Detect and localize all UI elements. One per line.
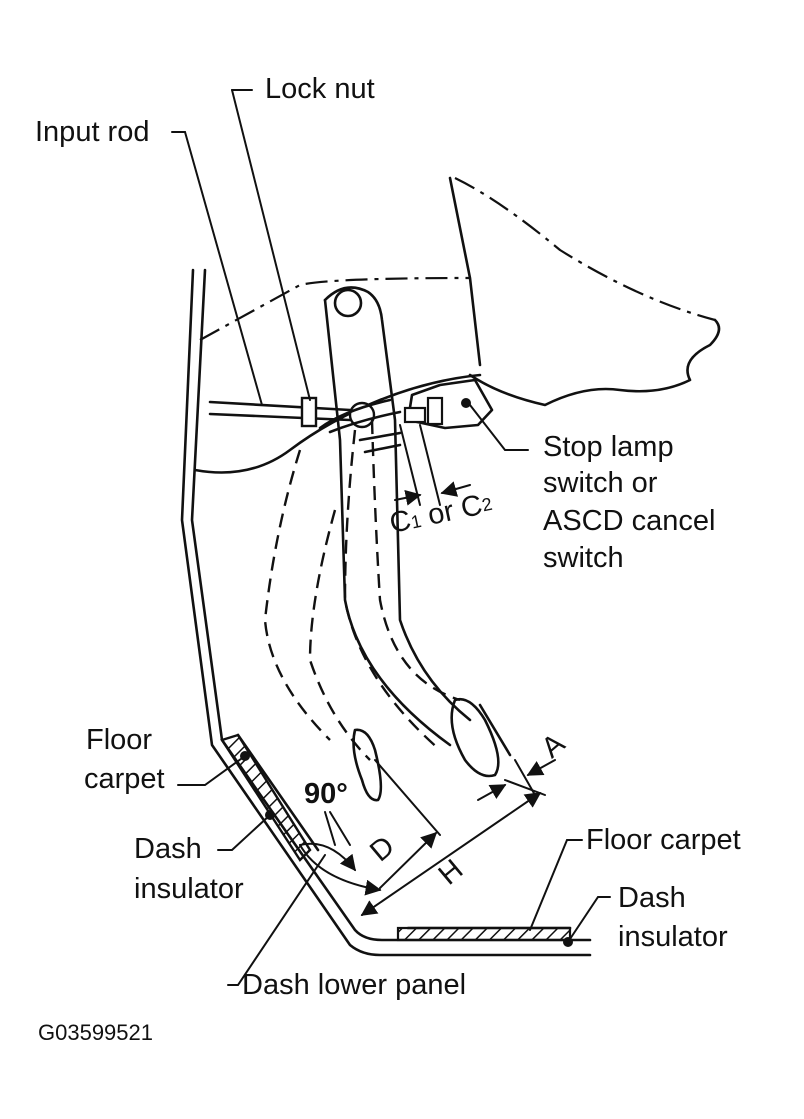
stop-lamp-label-line2: switch or [543,467,658,499]
dash-insulator-left-label-line1: Dash [134,833,202,865]
floor-carpet-right-label: Floor carpet [586,824,741,856]
input-rod-shape [208,396,352,428]
dash-insulator-left-shape [220,733,312,862]
angle-label: 90° [304,778,348,810]
dimension-h-label: H [433,853,470,891]
brake-pedal-arm [318,286,512,778]
dimension-a-label: A [536,727,572,764]
pedal-bracket [193,176,721,474]
figure-code: G03599521 [38,1020,153,1045]
stop-lamp-label-line1: Stop lamp [543,431,674,463]
input-rod-label: Input rod [35,116,149,148]
dash-insulator-left-label-line2: insulator [134,873,244,905]
stop-lamp-label-line4: switch [543,542,624,574]
dash-insulator-right-label-line2: insulator [618,921,728,953]
stop-lamp-switch-shape [358,378,494,454]
stop-lamp-label-line3: ASCD cancel [543,505,715,537]
floor-insulator-right-shape [396,926,572,942]
lock-nut-label: Lock nut [265,73,375,105]
dimension-lines [299,759,556,916]
floor-carpet-left-shape [236,733,320,852]
dash-lower-panel-label: Dash lower panel [242,969,466,1001]
clearance-dimension [394,424,471,506]
dash-insulator-right-label-line1: Dash [618,882,686,914]
pedal-depressed-outline [263,419,461,802]
dimension-d-label: D [364,830,401,868]
clearance-label: C1 or C2 [387,487,495,540]
leader-lines [171,89,611,986]
floor-carpet-left-label-line1: Floor [86,724,152,756]
floor-carpet-left-label-line2: carpet [84,763,165,795]
